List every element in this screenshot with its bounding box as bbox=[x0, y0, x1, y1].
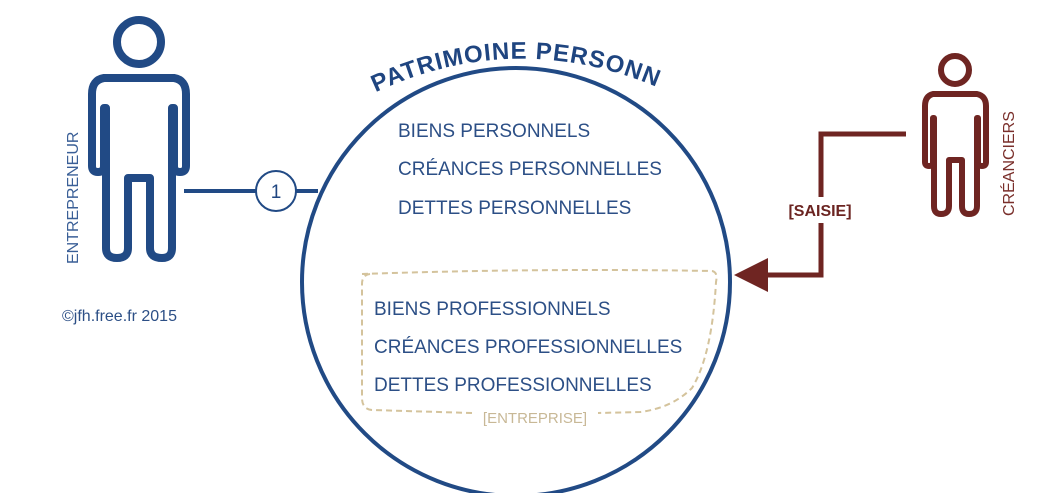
professional-item-dettes: DETTES PROFESSIONNELLES bbox=[374, 375, 652, 396]
creanciers-head bbox=[938, 53, 972, 87]
link-number-badge bbox=[255, 170, 297, 212]
link-number: 1 bbox=[271, 182, 282, 203]
entrepreneur-head bbox=[113, 16, 165, 68]
personal-item-dettes: DETTES PERSONNELLES bbox=[398, 198, 631, 219]
entreprise-label: [ENTREPRISE] bbox=[483, 410, 587, 427]
saisie-label: [SAISIE] bbox=[788, 203, 851, 220]
entreprise-boundary bbox=[361, 269, 718, 414]
copyright-text: ©jfh.free.fr 2015 bbox=[62, 308, 177, 325]
personal-item-creances: CRÉANCES PERSONNELLES bbox=[398, 159, 662, 180]
creanciers-figure bbox=[922, 53, 989, 217]
entrepreneur-label: ENTREPRENEUR bbox=[65, 132, 82, 264]
saisie-label-bg bbox=[784, 197, 856, 223]
personal-item-biens: BIENS PERSONNELS bbox=[398, 121, 590, 142]
professional-item-creances: CRÉANCES PROFESSIONNELLES bbox=[374, 337, 682, 358]
creanciers-label: CRÉANCIERS bbox=[999, 111, 1018, 216]
patrimoine-circle bbox=[300, 66, 732, 493]
professional-item-biens: BIENS PROFESSIONNELS bbox=[374, 299, 611, 320]
creanciers-body bbox=[922, 91, 989, 217]
entrepreneur-body bbox=[88, 74, 190, 262]
saisie-arrow-head bbox=[734, 258, 768, 292]
entrepreneur-figure bbox=[88, 16, 190, 262]
